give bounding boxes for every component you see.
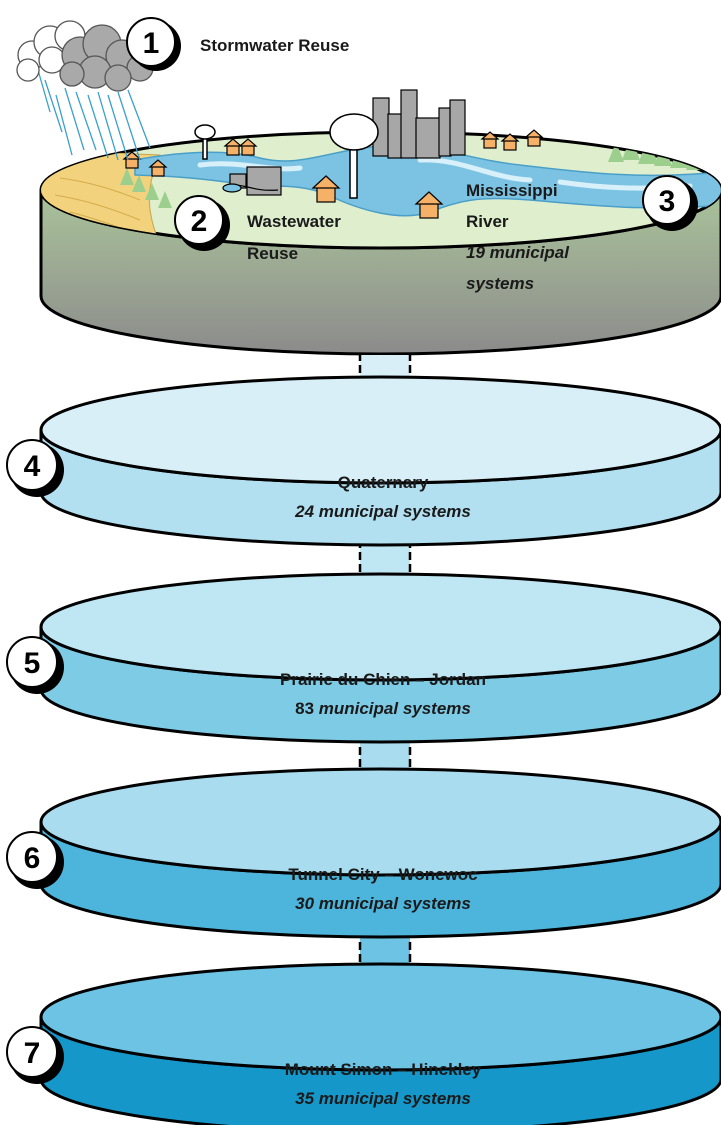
aquifer-top: [39, 767, 721, 877]
river-label-line1: Mississippi: [466, 181, 558, 200]
treatment-plant-icon: [222, 166, 282, 196]
water-tower-icon: [194, 113, 379, 199]
aquifer-systems-text: municipal systems: [319, 894, 471, 913]
aquifer-count: 83: [295, 699, 319, 718]
houses-icon: [122, 129, 544, 219]
callout-number: 4: [24, 450, 41, 483]
city-buildings-icon: [372, 89, 466, 159]
wastewater-label-line1: Wastewater: [247, 212, 341, 231]
aquifer-count: 24: [294, 502, 319, 521]
aquifer-systems-text: municipal systems: [319, 699, 471, 718]
callout-number: 2: [191, 205, 208, 238]
callout-number: 3: [659, 185, 676, 218]
callout-number: 7: [24, 1037, 41, 1070]
callout-2-wastewater: 2: [174, 195, 230, 251]
aquifer-count: 35: [295, 1089, 319, 1108]
aquifer-systems-text: municipal systems: [319, 1089, 471, 1108]
aquifer-systems: 83 municipal systems: [295, 699, 471, 718]
aquifer-name: Tunnel City – Wonewoc: [288, 865, 477, 884]
aquifer-name: Prairie du Chien – Jordan: [280, 670, 486, 689]
trees-left-icon: [120, 168, 172, 208]
aquifer-top: [39, 962, 721, 1072]
callout-5: 5: [6, 636, 64, 694]
river-systems-line2: systems: [466, 274, 534, 293]
callout-number: 6: [24, 842, 41, 875]
callout-number: 1: [143, 27, 160, 60]
callout-7: 7: [6, 1026, 64, 1084]
aquifer-systems-text: municipal systems: [319, 502, 471, 521]
aquifer-systems: 35 municipal systems: [295, 1089, 471, 1108]
surface-layer: 1 Stormwater Reuse 2 Wastewater Reuse 3 …: [16, 17, 721, 356]
wastewater-label-line2: Reuse: [247, 244, 298, 263]
aquifer-name: Quaternary: [338, 473, 429, 492]
aquifer-top: [39, 572, 721, 682]
callout-1-stormwater: 1: [126, 17, 181, 71]
aquifer-name: Mount Simon – Hinckley: [285, 1060, 482, 1079]
aquifer-top: [39, 375, 721, 485]
stormwater-label: Stormwater Reuse: [200, 36, 349, 55]
aquifer-systems: 30 municipal systems: [295, 894, 471, 913]
callout-6: 6: [6, 831, 64, 889]
callout-number: 5: [24, 647, 41, 680]
aquifer-systems: 24 municipal systems: [294, 502, 471, 521]
aquifer-count: 30: [295, 894, 319, 913]
callout-4: 4: [6, 439, 64, 497]
river-label-line2: River: [466, 212, 509, 231]
callout-3-river: 3: [642, 175, 698, 231]
river-systems-line1: 19 municipal: [466, 243, 570, 262]
storm-cloud-icon: [16, 20, 154, 161]
